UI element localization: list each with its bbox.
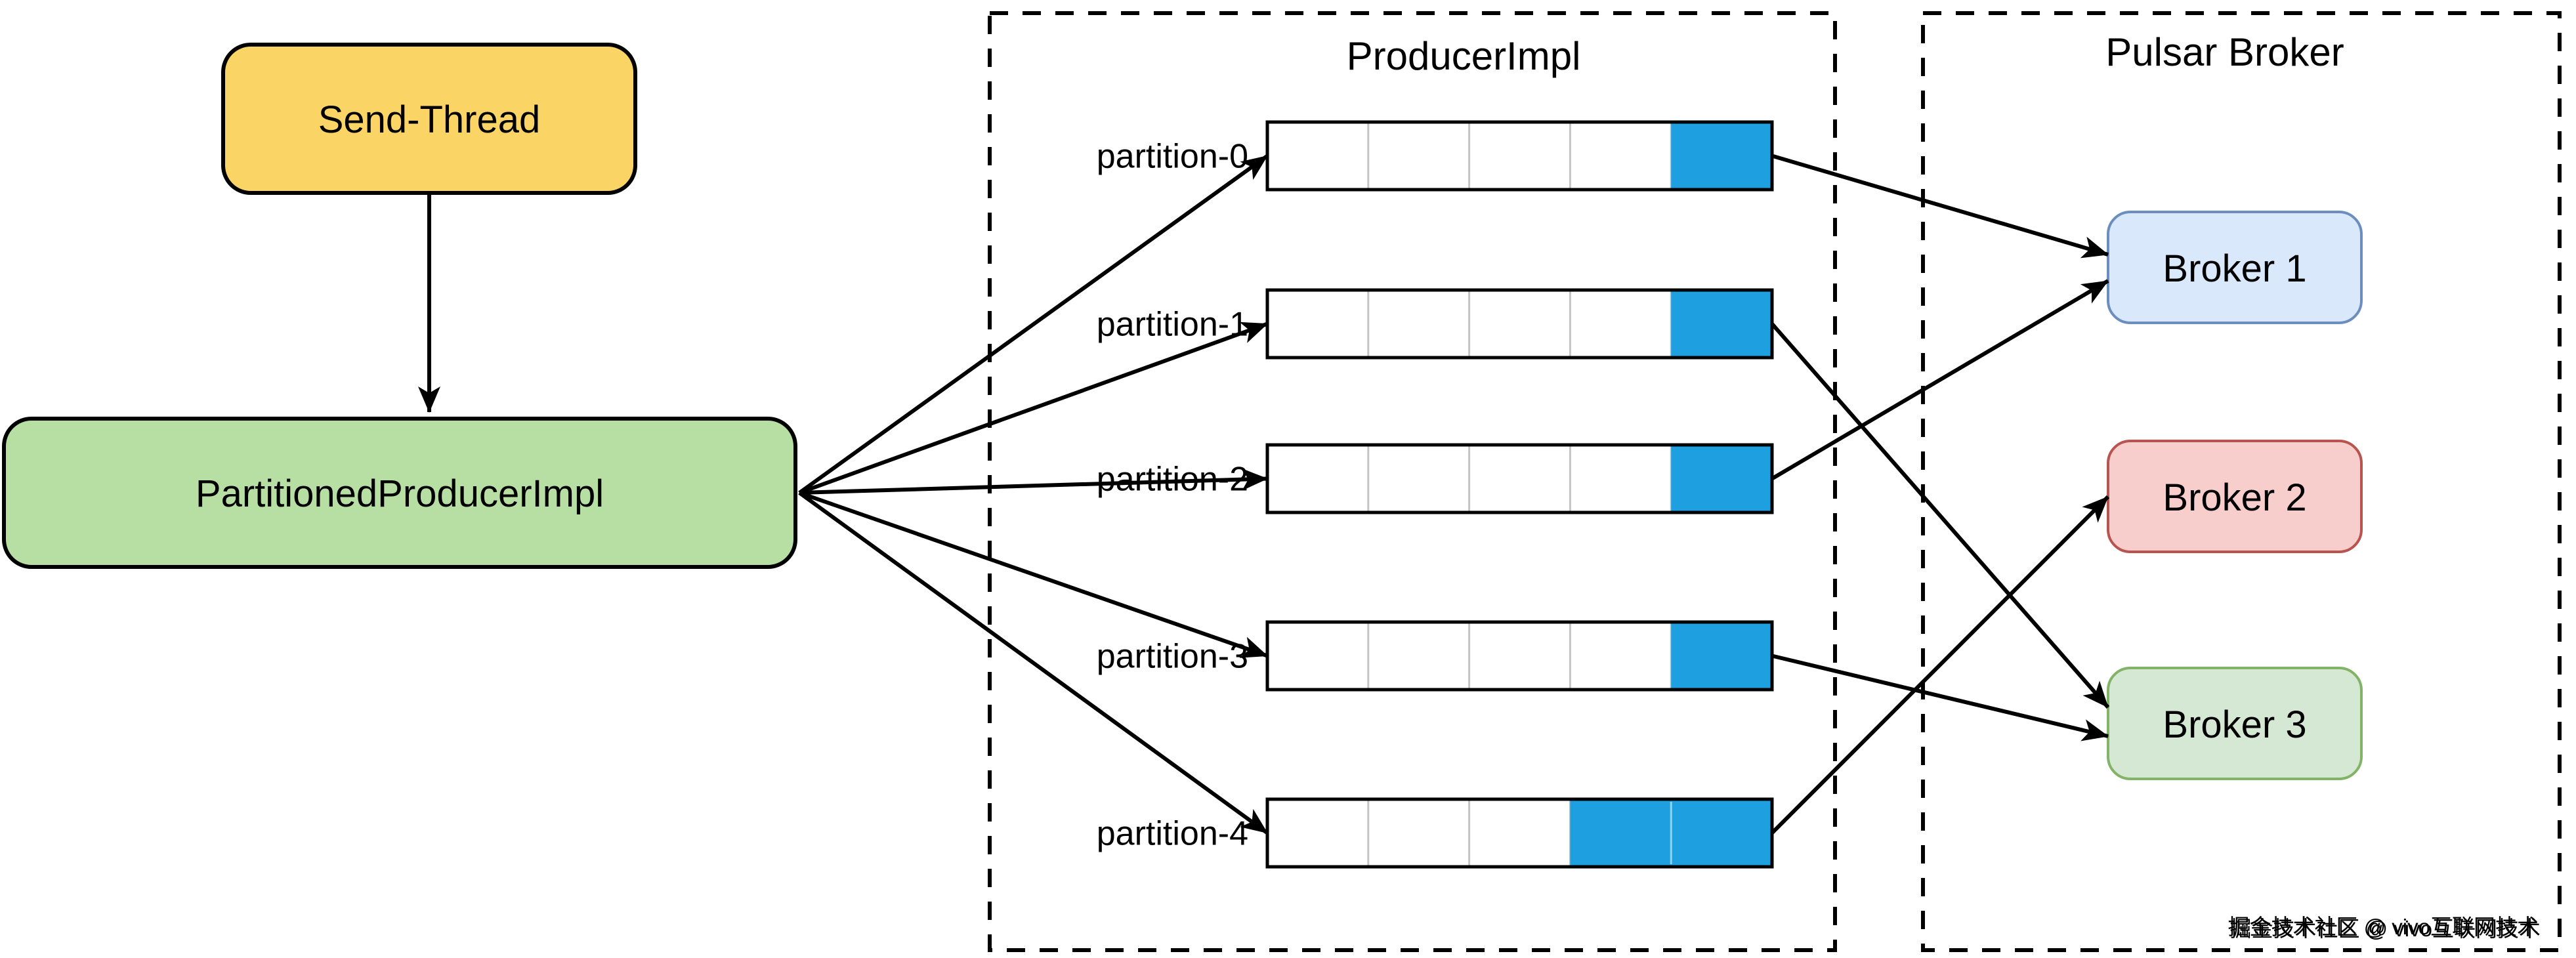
partition-row-4: partition-4 <box>1097 797 1774 869</box>
edge-partition-2-to-Broker 1 <box>1771 279 2109 481</box>
queue-filled-cell <box>1570 801 1672 865</box>
edges <box>418 154 2110 835</box>
broker-node-3: Broker 3 <box>2107 667 2363 780</box>
edge-partition-4-to-Broker 2 <box>1770 495 2110 835</box>
partition-queues: partition-0 partition-1 partition-2 partiti… <box>1097 120 1774 869</box>
queue-filled-cell <box>1671 801 1772 865</box>
partitioned-producer-label: PartitionedProducerImpl <box>196 472 604 515</box>
broker-1-label: Broker 1 <box>2163 247 2306 290</box>
watermark-shadow: 掘金技术社区 @ vivo互联网技术 <box>2229 917 2541 941</box>
queue-filled-cell <box>1671 123 1772 188</box>
partition-row-2: partition-2 <box>1097 443 1774 514</box>
edge-PartitionedProducerImpl-to-partition-4 <box>798 491 1269 835</box>
partition-label-1: partition-1 <box>1097 306 1248 344</box>
queue-filled-cell <box>1671 623 1772 688</box>
partition-label-4: partition-4 <box>1097 815 1248 853</box>
producer-impl-container <box>988 11 1837 952</box>
edge-partition-1-to-Broker 3 <box>1770 322 2110 709</box>
broker-3-label: Broker 3 <box>2163 703 2306 746</box>
edge-PartitionedProducerImpl-to-partition-1 <box>798 322 1269 495</box>
broker-2-label: Broker 2 <box>2163 476 2306 519</box>
watermark: 掘金技术社区 @ vivo互联网技术 掘金技术社区 @ vivo互联网技术 <box>2228 915 2541 941</box>
partition-row-1: partition-1 <box>1097 288 1774 360</box>
edge-PartitionedProducerImpl-to-partition-0 <box>798 154 1269 495</box>
edge-partition-3-to-Broker 3 <box>1771 654 2109 741</box>
queue-filled-cell <box>1671 291 1772 356</box>
broker-1-box <box>2107 211 2363 324</box>
edge-partition-0-to-Broker 1 <box>1771 154 2109 259</box>
broker-node-1: Broker 1 <box>2107 211 2363 324</box>
send-thread-label: Send-Thread <box>318 98 541 141</box>
queue-filled-cell <box>1671 446 1772 511</box>
partitioned-producer-node <box>2 417 797 569</box>
pulsar-broker-container-title: Pulsar Broker <box>2105 30 2344 74</box>
edge-PartitionedProducerImpl-to-partition-2 <box>799 468 1268 495</box>
partition-row-0: partition-0 <box>1097 120 1774 192</box>
partition-label-0: partition-0 <box>1097 138 1248 176</box>
broker-node-2: Broker 2 <box>2107 440 2363 553</box>
watermark-text: 掘金技术社区 @ vivo互联网技术 <box>2228 915 2539 939</box>
producer-impl-container-title: ProducerImpl <box>1347 34 1581 78</box>
partition-label-3: partition-3 <box>1097 638 1248 676</box>
edge-PartitionedProducerImpl-to-partition-3 <box>799 491 1268 658</box>
